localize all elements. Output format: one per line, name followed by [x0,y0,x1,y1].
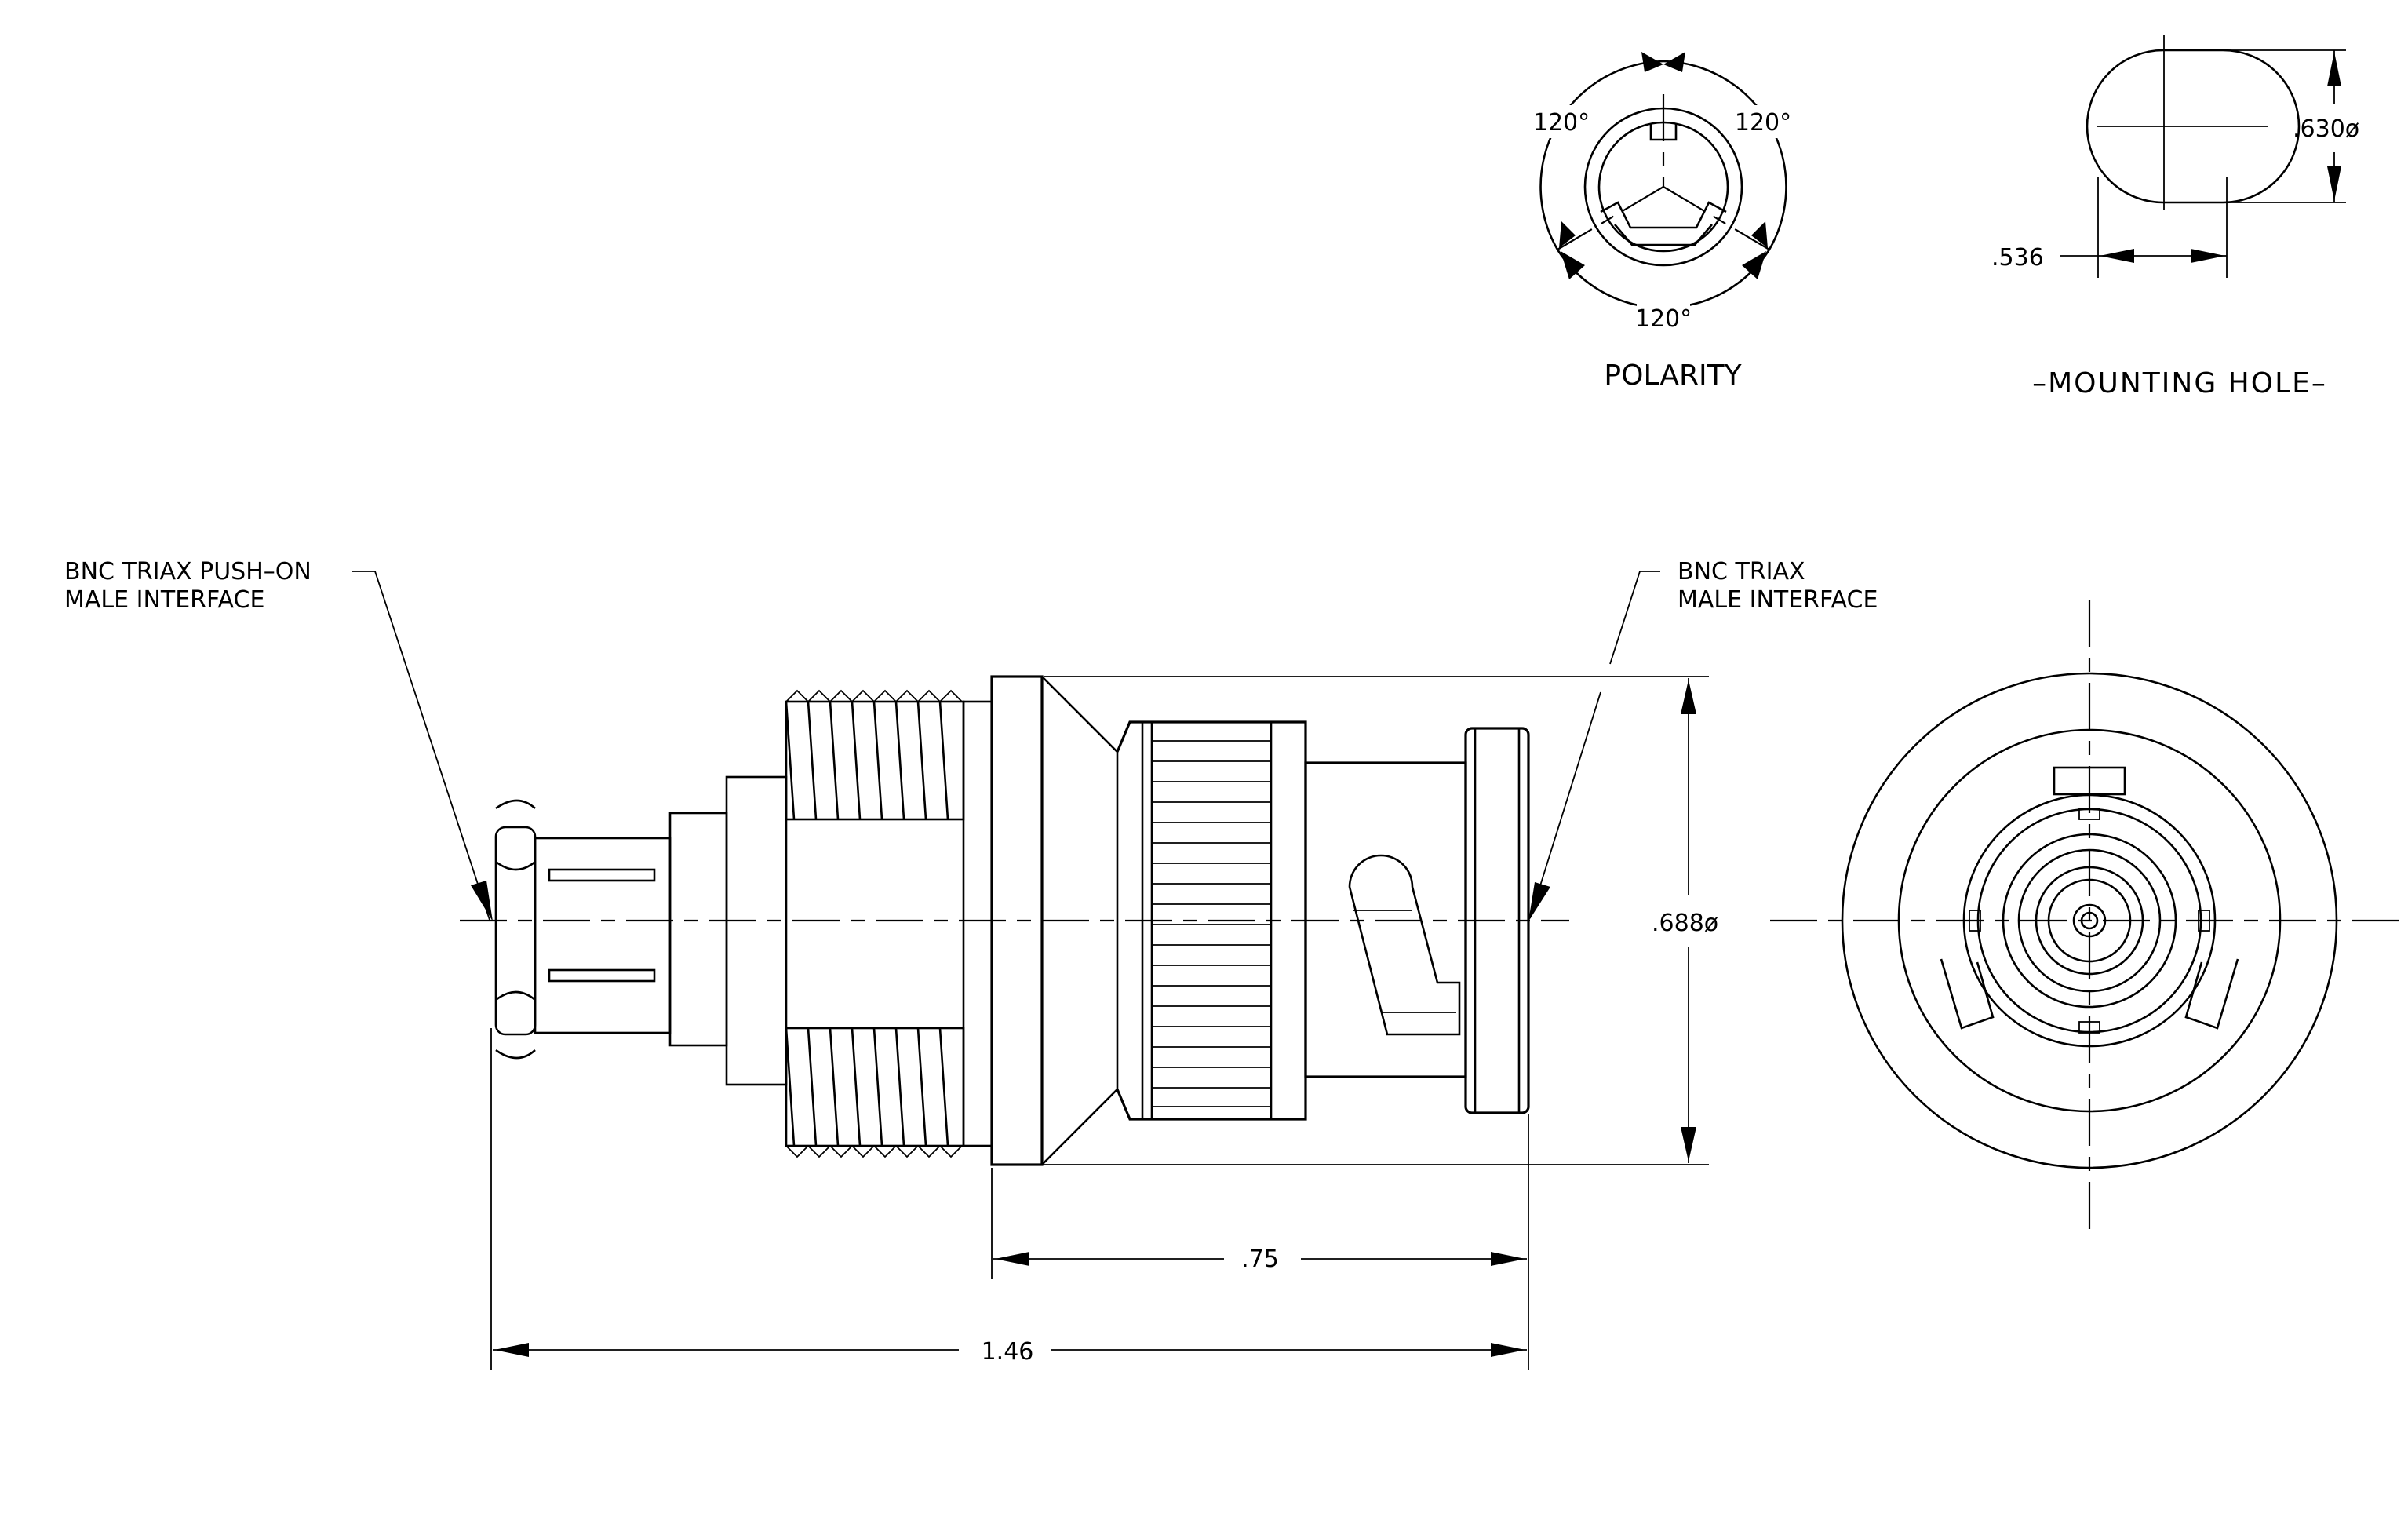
polarity-angle-bottom: 120° [1635,305,1692,333]
overall-length-label: 1.46 [982,1338,1034,1366]
right-callout-line2: MALE INTERFACE [1678,586,1878,614]
left-callout-line2: MALE INTERFACE [64,586,264,614]
body-diameter-label: .688ø [1652,910,1718,937]
body-diameter-dimension: .688ø [1044,676,1718,1165]
right-callout-line1: BNC TRIAX [1678,558,1805,585]
right-interface-callout: BNC TRIAX MALE INTERFACE [1528,558,1878,921]
left-interface-callout: BNC TRIAX PUSH–ON MALE INTERFACE [64,558,493,921]
mounting-hole-height-dim: .630ø [2293,115,2359,143]
bayonet-length-label: .75 [1241,1246,1279,1273]
polarity-view: 120° 120° 120° POLARITY [1533,52,1791,392]
left-callout-line1: BNC TRIAX PUSH–ON [64,558,311,585]
mounting-hole-width-dim: .536 [1991,244,2044,272]
mounting-hole-title: –MOUNTING HOLE– [2032,367,2327,399]
connector-side-view [460,675,1569,1166]
polarity-title: POLARITY [1604,359,1742,392]
mounting-hole-view: .630ø .536 –MOUNTING HOLE– [1991,35,2359,399]
polarity-angle-top-right: 120° [1735,109,1791,137]
polarity-angle-top-left: 120° [1533,109,1590,137]
bayonet-length-dimension: .75 [991,1114,1529,1279]
connector-end-view [1770,600,2408,1238]
overall-length-dimension: 1.46 [490,1028,1529,1370]
